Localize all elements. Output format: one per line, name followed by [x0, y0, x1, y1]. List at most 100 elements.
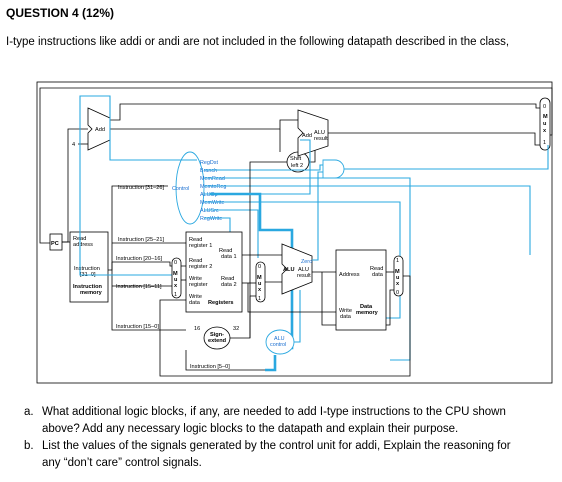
dm-read-2: data	[372, 272, 384, 278]
dm-address: Address	[339, 272, 360, 278]
rd2-to-dm-wire	[247, 283, 336, 313]
writeback-wire	[159, 275, 411, 377]
pc-adder-label: Add	[95, 127, 105, 133]
wr-a: Write	[189, 276, 202, 282]
pcmux-u: u	[543, 121, 547, 127]
m2r-mux-x: x	[396, 281, 400, 287]
bus-31-26	[108, 185, 168, 271]
alu-res-2: result	[297, 273, 311, 279]
alusrc-mux-u: u	[258, 281, 262, 287]
wd-b: data	[189, 300, 201, 306]
regdst-mux-1: 1	[174, 292, 177, 298]
control-label: Control	[172, 186, 189, 192]
rr1-a: Read	[189, 237, 202, 243]
signal-memtoreg: MemtoReg	[200, 184, 226, 190]
memtoreg-wire	[204, 185, 531, 255]
sign-32: 32	[233, 326, 239, 332]
lbl-15-11: Instruction [15–11]	[116, 284, 162, 290]
lbl-20-16: Instruction [20–16]	[116, 256, 162, 262]
question-a-text: What additional logic blocks, if any, ar…	[42, 406, 506, 435]
branch-adder	[297, 109, 329, 157]
signal-branch: Branch	[200, 168, 217, 174]
branch-add-label: Add	[302, 133, 312, 139]
aluctl-out-wire	[294, 290, 301, 343]
rr2-b: register 2	[189, 264, 212, 270]
regdst-mux-0: 0	[174, 260, 177, 266]
zero-wire	[312, 171, 323, 261]
control-signal-labels: RegDst Branch MemRead MemtoReg ALUOp Mem…	[200, 160, 226, 222]
branch-alu-label: ALU	[314, 130, 325, 136]
shift-label-1: Shift	[290, 156, 302, 162]
control-unit	[175, 151, 205, 225]
rd2-b: data 2	[221, 282, 237, 288]
alu-label: ALU	[283, 267, 295, 273]
dm-write-2: data	[340, 314, 352, 320]
signext-shift-wire	[249, 161, 287, 338]
pcmux-0: 0	[543, 104, 546, 110]
signal-memwrite: MemWrite	[200, 200, 224, 206]
im-instr-4: memory	[80, 290, 103, 296]
branch-result-label: result	[314, 136, 328, 142]
wr-b: register	[189, 282, 208, 288]
lbl-25-21: Instruction [25–21]	[118, 237, 164, 243]
rd1-b: data 1	[221, 254, 237, 260]
signal-alusrc: ALUSrc	[200, 208, 219, 214]
pcmux-x: x	[543, 128, 547, 134]
alusrc-wire	[204, 209, 259, 258]
regdst-mux-m: M	[173, 271, 178, 277]
instruction-memory	[69, 231, 109, 303]
question-a-letter: a.	[24, 406, 34, 418]
pcmux-1: 1	[543, 140, 546, 146]
im-read-2: address	[73, 242, 93, 248]
rd1-a: Read	[219, 248, 232, 254]
sign-16: 16	[194, 326, 200, 332]
sign-label-2: extend	[208, 338, 227, 344]
pc-label: PC	[51, 241, 59, 247]
regdst-mux-x: x	[174, 283, 178, 289]
question-b-letter: b.	[24, 440, 34, 452]
funct-wire	[265, 355, 277, 372]
question-intro: I-type instructions like addi or andi ar…	[6, 36, 510, 48]
m2r-mux-1: 1	[396, 258, 399, 264]
im-instr-1: Instruction	[74, 266, 100, 272]
memread-wire	[204, 177, 411, 361]
m2r-mux-u: u	[396, 275, 400, 281]
alusrc-mux-x: x	[258, 287, 262, 293]
aluctl-1: ALU	[274, 336, 285, 342]
question-title: QUESTION 4 (12%)	[6, 6, 115, 20]
dm-label-1: Data	[360, 304, 373, 310]
pc4-to-mux-wire	[110, 103, 540, 121]
data-memory	[335, 249, 387, 331]
diagram-frame	[36, 81, 553, 384]
registers-label: Registers	[208, 300, 234, 306]
lbl-31-26: Instruction [31–26]	[118, 185, 164, 191]
alu-res-1: ALU	[298, 267, 309, 273]
register-file	[185, 231, 243, 313]
dm-label-2: memory	[356, 310, 379, 316]
shift-out-wire	[309, 150, 316, 163]
question-b-text: List the values of the signals generated…	[42, 440, 511, 469]
alusrc-mux-0: 0	[258, 264, 261, 270]
signal-regdst: RegDst	[200, 160, 218, 166]
aluctl-2: control	[270, 342, 286, 348]
lbl-15-0: Instruction [15–0]	[116, 324, 159, 330]
pcmux-m: M	[543, 114, 548, 120]
dm-read-1: Read	[370, 266, 383, 272]
bus-5-0	[185, 350, 265, 371]
signal-memread: MemRead	[200, 176, 225, 182]
lbl-5-0: Instruction [5–0]	[190, 364, 230, 370]
wd-a: Write	[189, 294, 202, 300]
branch-out-wire	[328, 132, 540, 146]
alu-zero: Zero	[301, 259, 312, 265]
branch-and-gate	[322, 159, 345, 179]
regdst-mux-u: u	[174, 277, 178, 283]
m2r-mux-0: 0	[396, 290, 399, 296]
branch-wire	[204, 164, 323, 171]
im-instr-3: Instruction	[73, 284, 102, 290]
signal-regwrite: RegWrite	[200, 216, 222, 222]
adder-out-wire	[110, 119, 300, 130]
pc-feedback-wire	[39, 87, 553, 244]
rr1-b: register 1	[189, 243, 212, 249]
alusrc-mux-m: M	[257, 275, 262, 281]
